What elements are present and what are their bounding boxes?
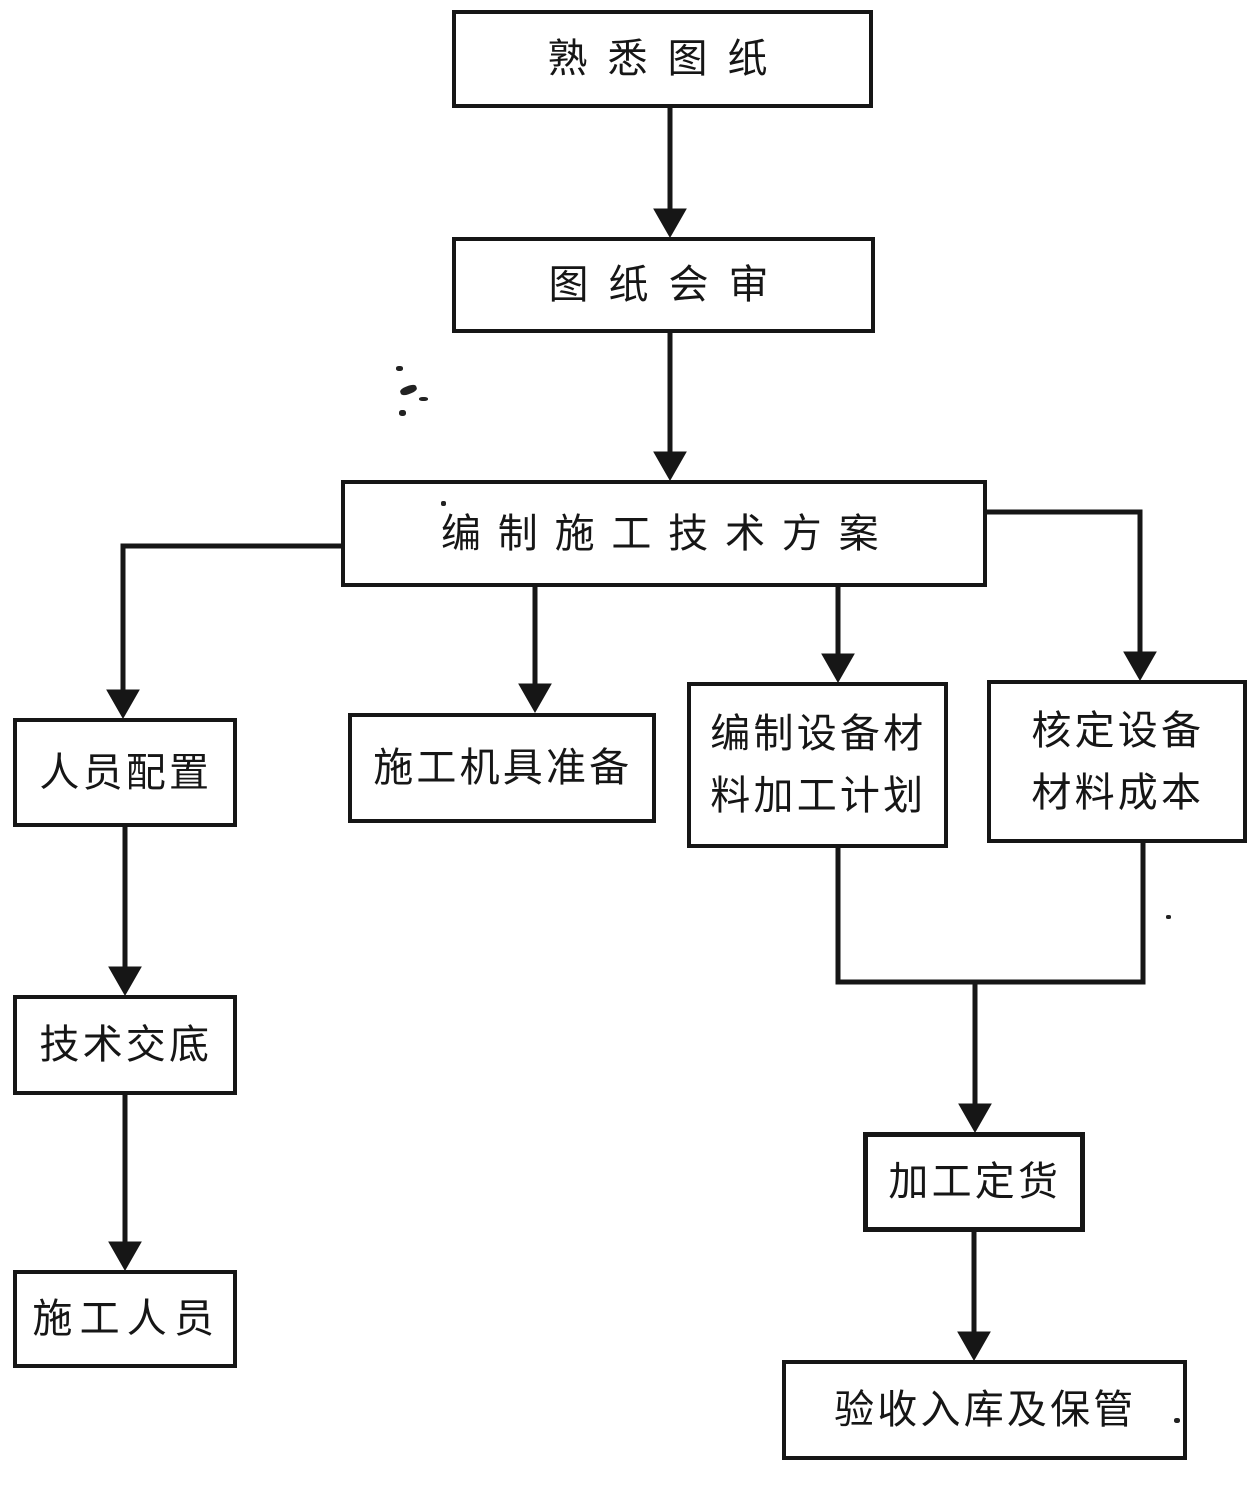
node-equipment-cost-verification-label: 核定设备材料成本: [1031, 707, 1205, 816]
scan-speck: [1174, 1418, 1180, 1423]
scan-speck: [399, 410, 406, 416]
node-drawing-review: 图纸会审: [452, 237, 875, 333]
connector-merge-bus: [835, 843, 1146, 985]
node-equipment-cost-verification: 核定设备材料成本: [987, 680, 1247, 843]
node-technical-plan-label: 编制施工技术方案: [440, 510, 896, 557]
node-personnel-allocation: 人员配置: [13, 718, 237, 827]
arrowhead-merge-to-order: [958, 1103, 992, 1134]
node-technical-disclosure-label: 技术交底: [39, 1022, 213, 1068]
arrowhead-plan-to-cost: [1123, 651, 1157, 682]
node-processing-order-label: 加工定货: [888, 1159, 1062, 1205]
scan-speck: [441, 501, 446, 506]
node-familiarize-drawings-label: 熟悉图纸: [547, 36, 788, 82]
arrowhead-personnel-to-disclosure: [108, 966, 142, 997]
arrowhead-disclosure-to-staff: [108, 1241, 142, 1272]
scan-speck: [396, 366, 403, 371]
node-machinery-preparation-label: 施工机具准备: [373, 745, 633, 791]
node-processing-order: 加工定货: [863, 1132, 1085, 1232]
arrowhead-familiarize-to-review: [653, 208, 687, 239]
arrowhead-plan-to-processing-plan: [821, 653, 855, 684]
node-acceptance-storage-label: 验收入库及保管: [834, 1387, 1137, 1433]
node-construction-personnel: 施工人员: [13, 1270, 237, 1368]
node-equipment-processing-plan: 编制设备材料加工计划: [687, 682, 948, 848]
scan-speck: [1166, 915, 1171, 919]
arrowhead-order-to-acceptance: [957, 1331, 991, 1362]
node-construction-personnel-label: 施工人员: [32, 1296, 222, 1342]
scan-speck: [419, 397, 428, 401]
node-familiarize-drawings: 熟悉图纸: [452, 10, 873, 108]
node-drawing-review-label: 图纸会审: [548, 262, 789, 308]
arrowhead-review-to-plan: [653, 451, 687, 482]
node-technical-disclosure: 技术交底: [13, 995, 237, 1095]
arrow-plan-to-cost: [987, 509, 1143, 654]
node-machinery-preparation: 施工机具准备: [348, 713, 656, 823]
node-personnel-allocation-label: 人员配置: [39, 749, 213, 796]
node-equipment-processing-plan-label: 编制设备材料加工计划: [710, 711, 927, 819]
arrowhead-plan-to-machinery: [518, 683, 552, 714]
node-acceptance-storage: 验收入库及保管: [782, 1360, 1187, 1460]
node-technical-plan: 编制施工技术方案: [341, 480, 987, 587]
arrow-plan-to-personnel: [120, 543, 341, 692]
arrowhead-plan-to-personnel: [106, 689, 140, 720]
